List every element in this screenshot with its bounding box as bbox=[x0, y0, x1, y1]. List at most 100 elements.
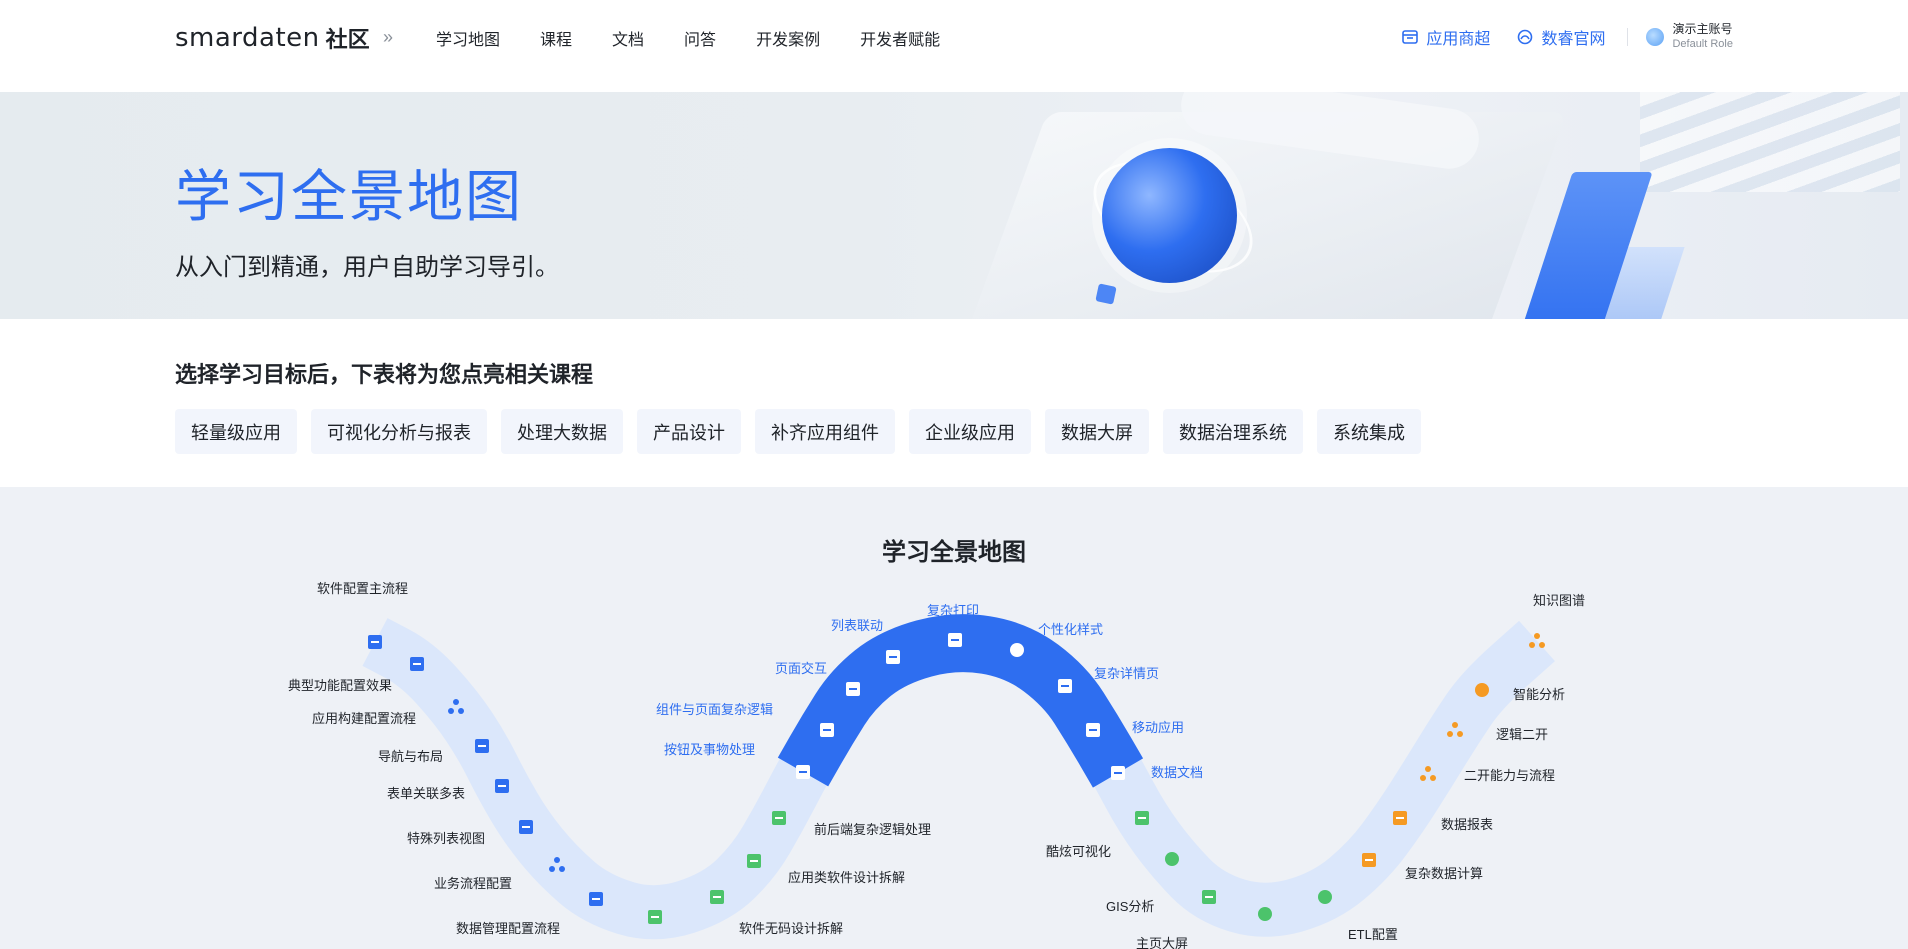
map-segment-bars-icon[interactable] bbox=[1393, 811, 1407, 825]
banner-decoration bbox=[1095, 283, 1117, 305]
map-segment-hex-icon[interactable] bbox=[1010, 643, 1024, 657]
map-segment-tree-icon[interactable] bbox=[1447, 722, 1463, 737]
official-site-link[interactable]: 数睿官网 bbox=[1516, 25, 1605, 49]
map-node-label[interactable]: 应用类软件设计拆解 bbox=[788, 870, 906, 885]
site-logo[interactable]: smardaten 社区 bbox=[175, 22, 370, 54]
goal-tag[interactable]: 企业级应用 bbox=[909, 409, 1031, 454]
map-node-label[interactable]: 导航与布局 bbox=[378, 749, 444, 764]
map-segment-pie-icon[interactable] bbox=[1258, 907, 1272, 921]
learning-map: 学习全景地图 软件配置主流程典型功能配置效果应用构建配置流程导航与布局表单关联多… bbox=[0, 487, 1908, 949]
globe-illustration bbox=[1102, 148, 1237, 283]
map-segment-grid4-icon[interactable] bbox=[820, 723, 834, 737]
nav-item-courses[interactable]: 课程 bbox=[540, 32, 573, 49]
map-segment-layout-icon[interactable] bbox=[886, 650, 900, 664]
map-segment-bars-icon[interactable] bbox=[1202, 890, 1216, 904]
map-segment-doc-icon[interactable] bbox=[1111, 766, 1125, 780]
map-segment-phone-icon[interactable] bbox=[1086, 723, 1100, 737]
official-site-label: 数睿官网 bbox=[1541, 31, 1606, 48]
learning-map-path bbox=[362, 614, 1555, 940]
map-node-label[interactable]: 数据管理配置流程 bbox=[456, 921, 561, 936]
nav-item-cases[interactable]: 开发案例 bbox=[756, 32, 821, 49]
goal-tag[interactable]: 轻量级应用 bbox=[175, 409, 297, 454]
map-segment-flow-icon[interactable] bbox=[368, 635, 382, 649]
map-segment-monitor-icon[interactable] bbox=[589, 892, 603, 906]
map-node-label[interactable]: 按钮及事物处理 bbox=[664, 742, 756, 757]
map-node-label[interactable]: 表单关联多表 bbox=[387, 786, 466, 801]
header-divider bbox=[1627, 28, 1629, 46]
user-menu[interactable]: 演示主账号 Default Role bbox=[1646, 22, 1733, 52]
map-node-label[interactable]: 知识图谱 bbox=[1533, 593, 1586, 608]
nav-item-qa[interactable]: 问答 bbox=[684, 32, 717, 49]
store-icon bbox=[1402, 30, 1419, 44]
map-node-label[interactable]: 智能分析 bbox=[1513, 687, 1566, 702]
map-node-label[interactable]: 软件配置主流程 bbox=[317, 581, 409, 596]
goal-tag[interactable]: 系统集成 bbox=[1317, 409, 1421, 454]
map-node-label[interactable]: 复杂打印 bbox=[927, 603, 980, 618]
goal-tag-list: 轻量级应用 可视化分析与报表 处理大数据 产品设计 补齐应用组件 企业级应用 数… bbox=[175, 409, 1421, 454]
goal-tag[interactable]: 补齐应用组件 bbox=[755, 409, 895, 454]
map-node-label[interactable]: 复杂数据计算 bbox=[1405, 866, 1484, 881]
map-node-label[interactable]: 二开能力与流程 bbox=[1464, 768, 1556, 783]
map-segment-image-icon[interactable] bbox=[1058, 679, 1072, 693]
app-store-label: 应用商超 bbox=[1426, 31, 1491, 48]
map-segment-tree-icon[interactable] bbox=[549, 857, 565, 872]
map-node-label[interactable]: 酷炫可视化 bbox=[1046, 844, 1112, 859]
map-segment-laptop-icon[interactable] bbox=[1135, 811, 1149, 825]
nav-item-learning-map[interactable]: 学习地图 bbox=[436, 32, 501, 49]
map-node-label[interactable]: GIS分析 bbox=[1106, 899, 1155, 914]
map-node-label[interactable]: 应用构建配置流程 bbox=[312, 711, 417, 726]
avatar bbox=[1646, 28, 1665, 46]
map-segment-bars-icon[interactable] bbox=[1362, 853, 1376, 867]
map-node-label[interactable]: 组件与页面复杂逻辑 bbox=[656, 702, 774, 717]
map-segment-cycle-icon[interactable] bbox=[1420, 766, 1436, 781]
map-segment-layers-icon[interactable] bbox=[410, 657, 424, 671]
map-node-label[interactable]: 列表联动 bbox=[831, 618, 884, 633]
goal-tag[interactable]: 数据大屏 bbox=[1045, 409, 1149, 454]
top-header: smardaten 社区 » 学习地图 课程 文档 问答 开发案例 开发者赋能 … bbox=[0, 0, 1908, 92]
map-segment-plug-icon[interactable] bbox=[846, 682, 860, 696]
map-segment-cycle-icon[interactable] bbox=[448, 699, 464, 714]
main-nav: 学习地图 课程 文档 问答 开发案例 开发者赋能 bbox=[436, 26, 980, 50]
map-node-label[interactable]: 业务流程配置 bbox=[434, 876, 513, 891]
map-node-label[interactable]: 数据报表 bbox=[1441, 817, 1494, 832]
map-segment-tree-icon[interactable] bbox=[1529, 633, 1545, 648]
hero-banner: 学习全景地图 从入门到精通，用户自助学习导引。 bbox=[0, 92, 1908, 319]
goal-tag[interactable]: 数据治理系统 bbox=[1163, 409, 1303, 454]
app-store-link[interactable]: 应用商超 bbox=[1401, 25, 1490, 49]
map-segment-box-icon[interactable] bbox=[796, 765, 810, 779]
map-node-label[interactable]: 复杂详情页 bbox=[1094, 666, 1160, 681]
map-node-label[interactable]: ETL配置 bbox=[1348, 927, 1398, 942]
map-segment-panel-icon[interactable] bbox=[475, 739, 489, 753]
nav-item-docs[interactable]: 文档 bbox=[612, 32, 645, 49]
chevron-double-right-icon[interactable]: » bbox=[383, 27, 394, 47]
page-title: 学习全景地图 bbox=[175, 165, 523, 228]
map-segment-table-icon[interactable] bbox=[519, 820, 533, 834]
map-segment-grid-icon[interactable] bbox=[495, 779, 509, 793]
map-node-label[interactable]: 特殊列表视图 bbox=[407, 831, 486, 846]
nav-item-enablement[interactable]: 开发者赋能 bbox=[860, 32, 941, 49]
map-node-label[interactable]: 主页大屏 bbox=[1136, 936, 1189, 949]
map-segment-list-icon[interactable] bbox=[747, 854, 761, 868]
map-node-label[interactable]: 数据文档 bbox=[1151, 765, 1204, 780]
map-node-label[interactable]: 典型功能配置效果 bbox=[288, 678, 393, 693]
map-segment-chart-icon[interactable] bbox=[648, 910, 662, 924]
map-node-label[interactable]: 软件无码设计拆解 bbox=[739, 921, 844, 936]
map-node-label[interactable]: 前后端复杂逻辑处理 bbox=[814, 822, 932, 837]
map-node-label[interactable]: 个性化样式 bbox=[1038, 622, 1104, 637]
map-node-label[interactable]: 页面交互 bbox=[775, 661, 828, 676]
goal-tag[interactable]: 处理大数据 bbox=[501, 409, 623, 454]
map-segment-pie-icon[interactable] bbox=[1165, 852, 1179, 866]
goal-selection-panel: 选择学习目标后，下表将为您点亮相关课程 轻量级应用 可视化分析与报表 处理大数据… bbox=[0, 319, 1908, 487]
map-segment-board-icon[interactable] bbox=[710, 890, 724, 904]
map-segment-pie-icon[interactable] bbox=[1475, 683, 1489, 697]
map-node-label[interactable]: 逻辑二开 bbox=[1496, 727, 1549, 742]
goal-tag[interactable]: 可视化分析与报表 bbox=[311, 409, 487, 454]
map-segment-gear-icon[interactable] bbox=[1318, 890, 1332, 904]
map-segment-card-icon[interactable] bbox=[948, 633, 962, 647]
user-role: Default Role bbox=[1672, 38, 1733, 50]
map-node-label[interactable]: 移动应用 bbox=[1132, 720, 1185, 735]
learning-map-title: 学习全景地图 bbox=[882, 539, 1026, 566]
globe-icon bbox=[1518, 29, 1533, 45]
goal-tag[interactable]: 产品设计 bbox=[637, 409, 741, 454]
map-segment-trend-icon[interactable] bbox=[772, 811, 786, 825]
